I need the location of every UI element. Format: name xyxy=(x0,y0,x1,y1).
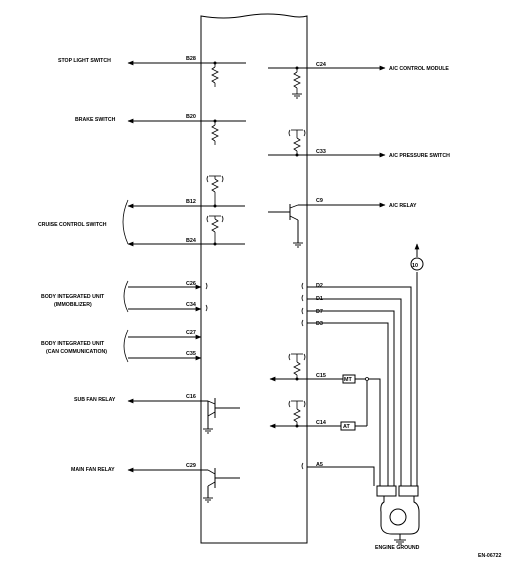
brake-switch-label: BRAKE SWITCH xyxy=(75,117,116,123)
pin-c35: C35 xyxy=(186,351,196,357)
sub-fan-relay-circuit xyxy=(127,398,240,434)
pin-b24: B24 xyxy=(186,238,196,244)
pin-c26: C26 xyxy=(186,281,196,287)
cruise-control-switch-label: CRUISE CONTROL SWITCH xyxy=(38,222,107,228)
at-box: AT xyxy=(343,424,350,430)
c15-circuit xyxy=(269,353,381,486)
pin-b12: B12 xyxy=(186,199,196,205)
brake-switch-circuit xyxy=(127,118,246,145)
sub-fan-relay-label: SUB FAN RELAY xyxy=(74,397,116,403)
stop-light-switch-circuit xyxy=(127,60,246,87)
pin-c34: C34 xyxy=(186,302,196,308)
pin-c9: C9 xyxy=(316,198,323,204)
pin-d3: D3 xyxy=(316,321,323,327)
main-fan-relay-label: MAIN FAN RELAY xyxy=(71,467,115,473)
stop-light-switch-label: STOP LIGHT SWITCH xyxy=(58,58,111,64)
pin-a5: A5 xyxy=(316,462,323,468)
a5-circuit xyxy=(301,462,375,486)
pin-c16: C16 xyxy=(186,394,196,400)
pin-d1: D1 xyxy=(316,296,323,302)
engine-ground-label: ENGINE GROUND xyxy=(375,545,420,551)
body-unit-can-label-1: BODY INTEGRATED UNIT xyxy=(41,341,105,347)
pin-c24: C24 xyxy=(316,62,326,68)
pin-d2: D2 xyxy=(316,283,323,289)
pin-c33: C33 xyxy=(316,149,326,155)
engine-ground-wires xyxy=(301,243,424,486)
connector-ref-10: 10 xyxy=(412,263,418,269)
can-communication-circuit xyxy=(123,329,202,363)
ac-relay-label: A/C RELAY xyxy=(389,203,417,209)
pin-c27: C27 xyxy=(186,330,196,336)
main-fan-relay-circuit xyxy=(127,467,240,503)
ac-control-module-label: A/C CONTROL MODULE xyxy=(389,66,449,72)
ac-control-module-circuit xyxy=(268,65,386,99)
pin-c15: C15 xyxy=(316,373,326,379)
engine-ground-connector xyxy=(376,485,420,545)
pin-d7: D7 xyxy=(316,309,323,315)
pin-b20: B20 xyxy=(186,114,196,120)
figure-code: EN-06722 xyxy=(478,553,501,559)
pin-c29: C29 xyxy=(186,463,196,469)
cruise-control-circuit xyxy=(122,175,245,247)
immobilizer-circuit xyxy=(123,280,208,313)
ac-relay-circuit xyxy=(268,202,386,248)
c14-circuit xyxy=(269,400,367,431)
pin-c14: C14 xyxy=(316,420,326,426)
body-unit-immobilizer-label-2: (IMMOBILIZER) xyxy=(54,302,92,308)
pin-b28: B28 xyxy=(186,56,196,62)
ac-pressure-switch-circuit xyxy=(268,129,386,158)
body-unit-immobilizer-label-1: BODY INTEGRATED UNIT xyxy=(41,294,105,300)
ecm-body xyxy=(200,13,308,544)
ac-pressure-switch-label: A/C PRESSURE SWITCH xyxy=(389,153,450,159)
mt-box: MT xyxy=(344,377,352,383)
body-unit-can-label-2: (CAN COMMUNICATION) xyxy=(46,349,107,355)
